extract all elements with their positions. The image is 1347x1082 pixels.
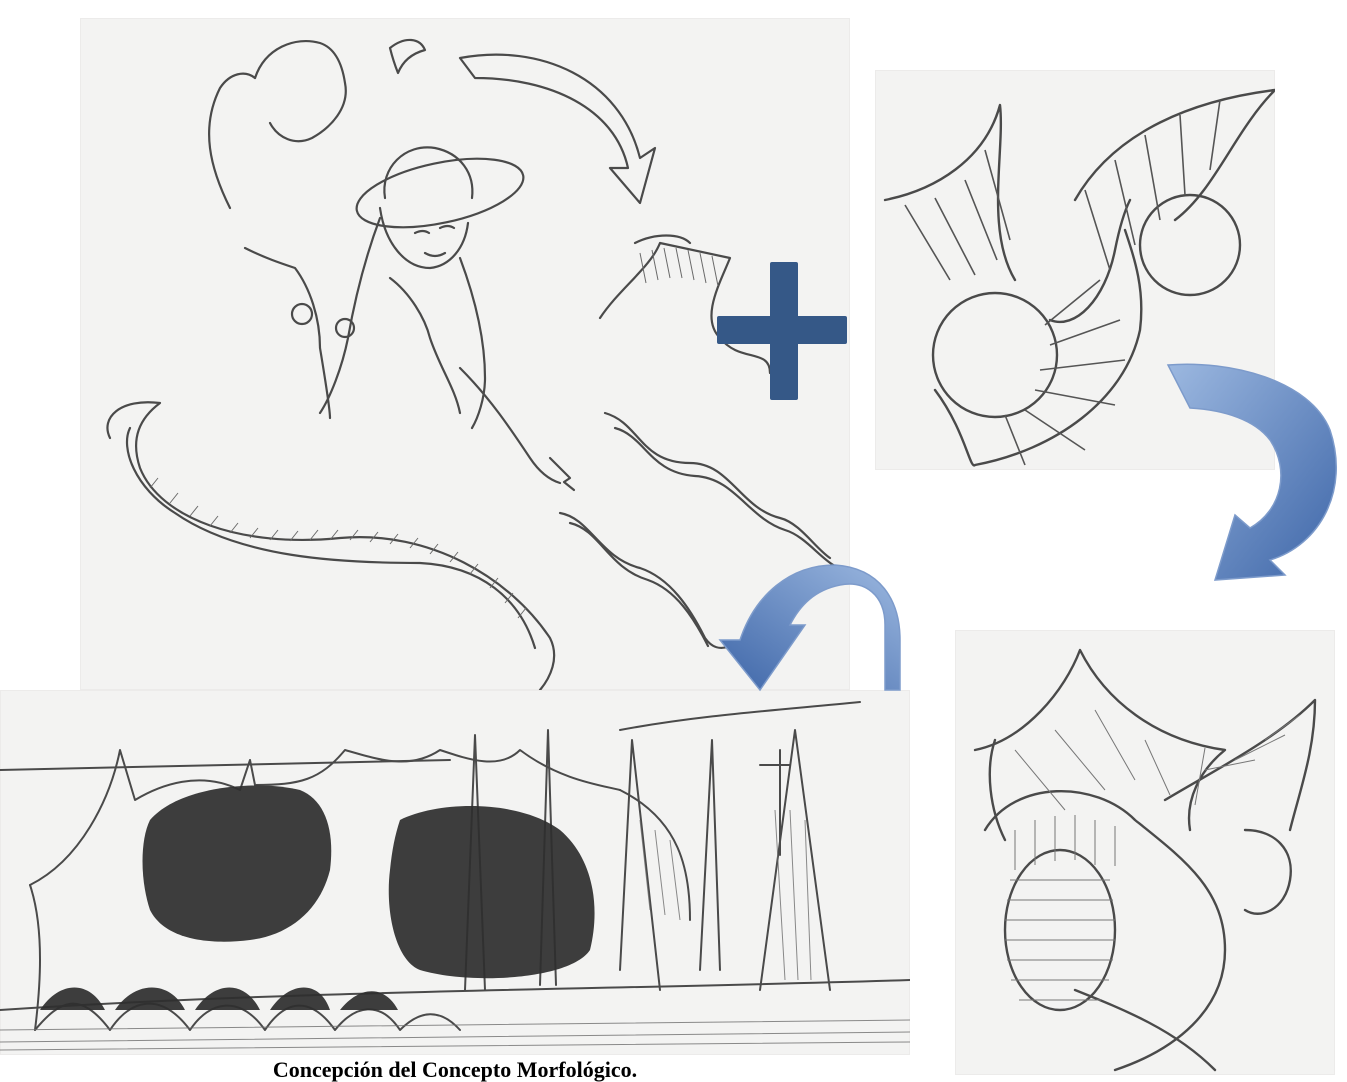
long-ribbon <box>107 402 554 690</box>
abstract-form-sketch <box>875 70 1275 470</box>
architectural-elevation-panel <box>0 690 910 1055</box>
fabric-scrap <box>390 40 425 73</box>
volumetric-form-sketch <box>955 630 1335 1075</box>
right-wing <box>1075 90 1275 220</box>
right-wing <box>1165 700 1315 830</box>
wave-ribbon-3 <box>560 513 730 648</box>
figure-caption: Concepción del Concepto Morfológico. <box>0 1055 910 1082</box>
curved-arrow-outline <box>460 55 655 203</box>
lower-arm <box>460 368 560 483</box>
sky-lines <box>0 702 860 770</box>
fabric-bundle <box>255 41 346 141</box>
right-shell <box>620 790 690 920</box>
right-braid <box>460 258 485 428</box>
arch-shadows <box>40 988 398 1011</box>
small-sphere <box>1245 830 1291 914</box>
abstract-form-panel <box>875 70 1275 470</box>
blouse-flower <box>292 304 312 324</box>
hat-crown <box>384 147 472 198</box>
dancer-sketch-panel <box>80 18 850 690</box>
inner-shell <box>985 791 1225 1070</box>
torso-left <box>245 248 330 418</box>
architectural-elevation-sketch <box>0 690 910 1055</box>
wave-ribbon-1 <box>600 243 770 373</box>
left-wing <box>885 105 1015 280</box>
face-features <box>415 226 454 256</box>
striped-sphere <box>1005 850 1115 1010</box>
right-sphere <box>1140 195 1240 295</box>
left-sphere <box>933 293 1057 417</box>
raised-arm <box>209 74 255 208</box>
left-braid <box>320 218 380 413</box>
spire-4 <box>700 740 720 970</box>
dark-glazing-1 <box>143 785 332 941</box>
spire-5 <box>760 730 830 990</box>
dancer-sketch <box>80 18 850 690</box>
spire-3 <box>620 740 660 990</box>
torso-right <box>390 278 460 413</box>
face <box>380 208 468 268</box>
dark-glazing-2 <box>389 806 595 978</box>
volumetric-form-panel <box>955 630 1335 1075</box>
